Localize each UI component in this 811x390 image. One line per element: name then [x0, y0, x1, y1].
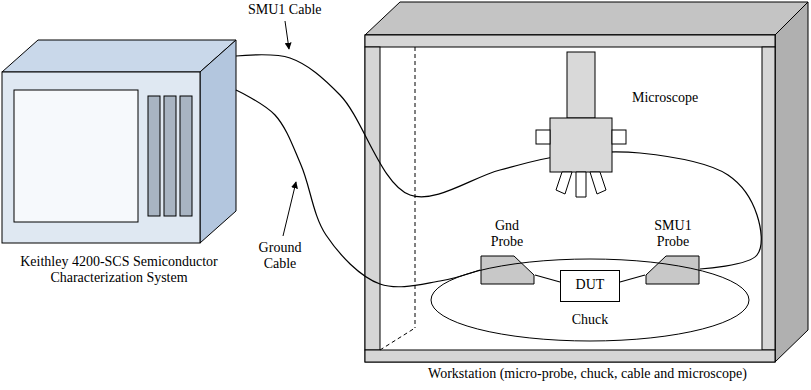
instrument-box: Keithley 4200-SCS Semiconductor Characte…	[2, 40, 236, 243]
cable	[236, 90, 480, 287]
leader-arrow	[285, 21, 289, 49]
cable	[236, 55, 761, 269]
cabinet-right-wall	[762, 47, 775, 350]
microscope-knob	[536, 130, 550, 144]
leader-arrow	[283, 182, 296, 236]
cabinet-front	[365, 35, 775, 362]
cable-callout: SMU1 Cable	[248, 2, 322, 18]
instrument-slot	[180, 96, 192, 216]
node-outline	[480, 255, 535, 285]
probe-tip	[620, 275, 645, 282]
node-label: Gnd Probe	[482, 218, 532, 250]
node-label: Workstation (micro-probe, chuck, cable a…	[365, 366, 810, 382]
node-outline	[645, 255, 700, 285]
cabinet-left-wall	[365, 47, 380, 350]
node-label: DUT	[560, 277, 620, 293]
cabinet-top-rail	[365, 35, 775, 47]
node-outline	[534, 52, 628, 202]
instrument-slot	[148, 96, 160, 216]
workstation-cabinet: MicroscopeGnd ProbeSMU1 ProbeDUTChuckWor…	[365, 0, 810, 362]
cabinet-back-edge	[380, 328, 415, 350]
microscope-body	[550, 118, 612, 172]
cabinet-side	[775, 2, 808, 362]
probe-tip	[535, 275, 560, 282]
node-label: Microscope	[632, 90, 698, 106]
probe-body	[481, 256, 534, 284]
dut-outline	[561, 271, 620, 302]
node-label: SMU1 Probe	[648, 218, 698, 250]
microscope-tube	[567, 52, 595, 118]
microscope-knob	[612, 130, 626, 144]
probe: Gnd Probe	[480, 255, 535, 285]
probe: SMU1 Probe	[645, 255, 700, 285]
instrument-top	[2, 40, 236, 72]
cabinet-top	[365, 2, 808, 35]
cabinet-floor	[365, 350, 775, 362]
chuck: DUT Chuck	[430, 258, 750, 342]
chuck-outline	[431, 259, 749, 341]
instrument-slot	[164, 96, 176, 216]
cable-callout: Ground Cable	[248, 240, 312, 272]
instrument-front	[2, 72, 200, 243]
microscope-objective	[590, 172, 606, 194]
node-label: Chuck	[430, 312, 750, 328]
instrument-side	[200, 40, 236, 243]
instrument-screen	[14, 90, 138, 222]
node-label: Keithley 4200-SCS Semiconductor Characte…	[2, 254, 236, 286]
microscope: Microscope	[534, 52, 628, 202]
probe-body	[646, 256, 699, 284]
microscope-objective	[576, 172, 586, 197]
microscope-objective	[556, 172, 572, 194]
device-under-test: DUT	[560, 270, 620, 302]
